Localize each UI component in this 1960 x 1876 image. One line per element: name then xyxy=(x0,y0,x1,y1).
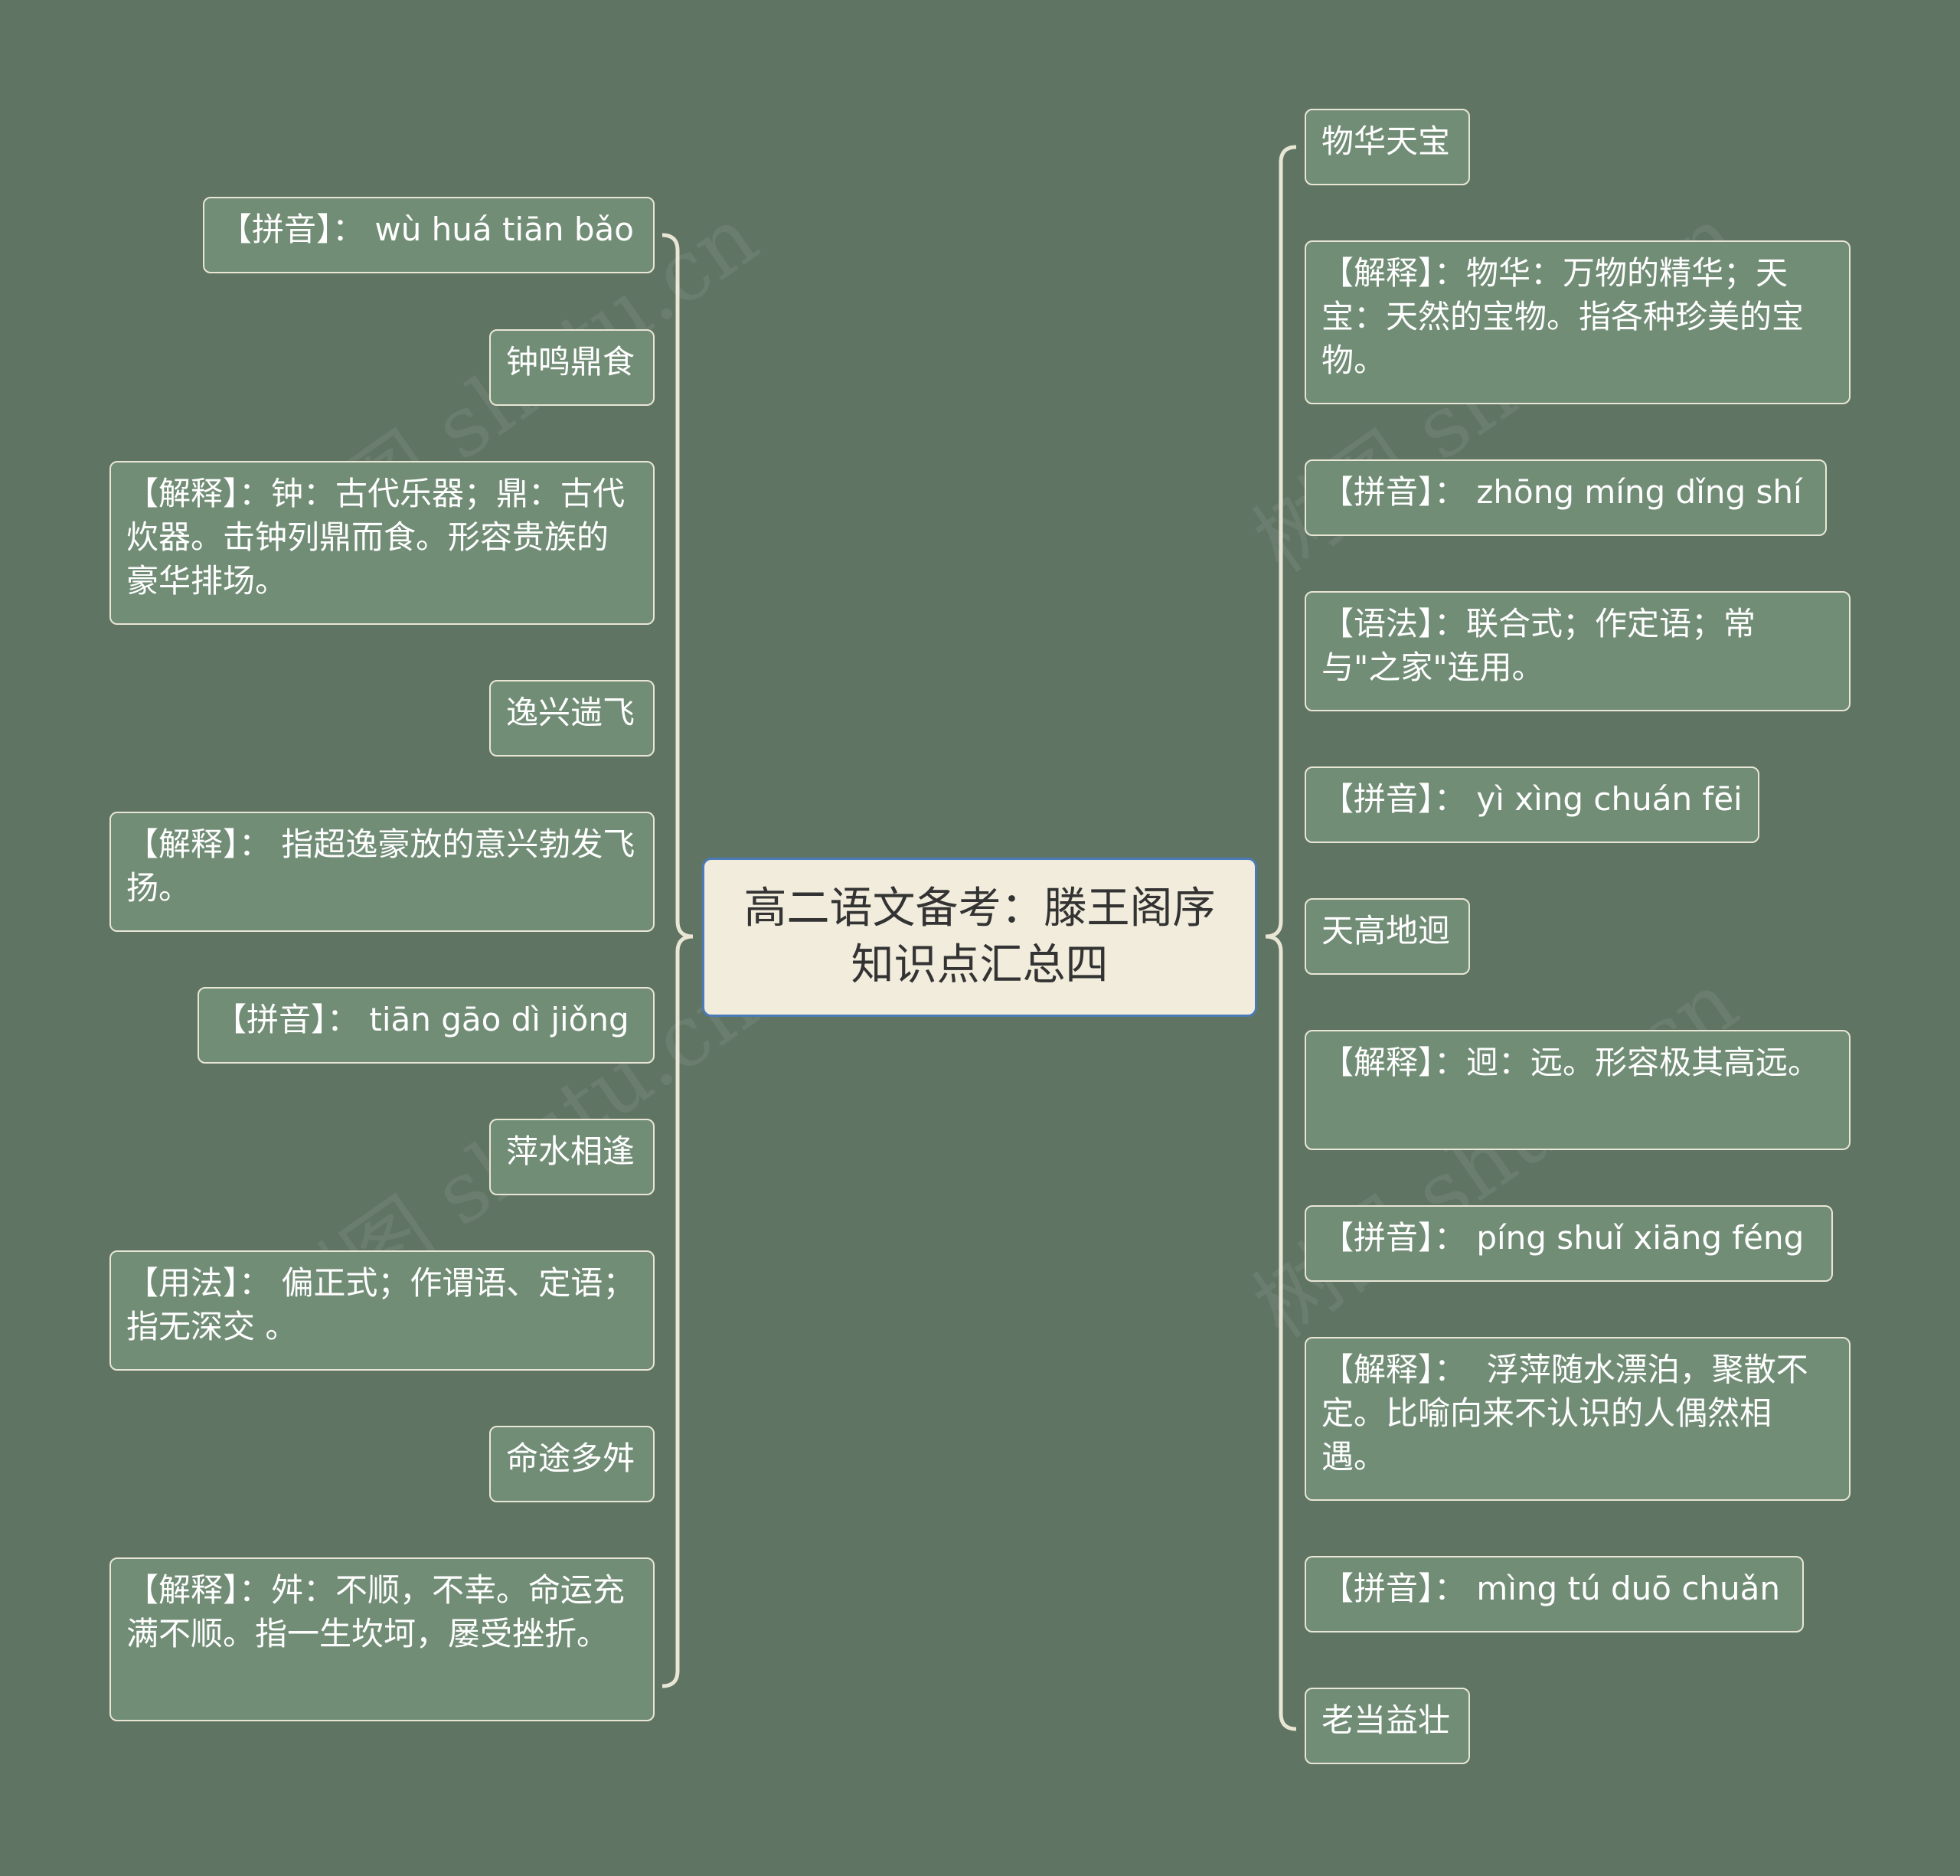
left-node[interactable]: 【解释】： 指超逸豪放的意兴勃发飞扬。 xyxy=(109,812,655,932)
right-node[interactable]: 【拼音】： píng shuǐ xiāng féng xyxy=(1305,1205,1833,1282)
left-brace xyxy=(662,233,694,1688)
left-node[interactable]: 【拼音】： tiān gāo dì jiǒng xyxy=(198,987,655,1064)
left-node[interactable]: 【解释】：钟：古代乐器；鼎：古代炊器。击钟列鼎而食。形容贵族的豪华排场。 xyxy=(109,461,655,625)
left-node[interactable]: 【用法】： 偏正式；作谓语、定语；指无深交 。 xyxy=(109,1250,655,1371)
right-node[interactable]: 物华天宝 xyxy=(1305,109,1470,185)
right-node[interactable]: 老当益壮 xyxy=(1305,1688,1470,1764)
right-node[interactable]: 【语法】：联合式；作定语；常与"之家"连用。 xyxy=(1305,591,1851,711)
right-node[interactable]: 【拼音】： zhōng míng dǐng shí xyxy=(1305,459,1827,536)
left-node[interactable]: 【拼音】： wù huá tiān bǎo xyxy=(203,197,655,273)
right-node[interactable]: 【解释】： 浮萍随水漂泊，聚散不定。比喻向来不认识的人偶然相遇。 xyxy=(1305,1337,1851,1501)
left-node[interactable]: 钟鸣鼎食 xyxy=(489,329,655,406)
right-node[interactable]: 【拼音】： yì xìng chuán fēi xyxy=(1305,766,1759,843)
right-brace xyxy=(1265,145,1297,1731)
left-node[interactable]: 萍水相逢 xyxy=(489,1119,655,1195)
right-node[interactable]: 天高地迥 xyxy=(1305,898,1470,975)
root-topic-label: 高二语文备考：滕王阁序知识点汇总四 xyxy=(743,884,1216,990)
root-topic[interactable]: 高二语文备考：滕王阁序知识点汇总四 xyxy=(702,858,1257,1017)
right-node[interactable]: 【解释】：物华：万物的精华；天宝：天然的宝物。指各种珍美的宝物。 xyxy=(1305,240,1851,404)
left-node[interactable]: 【解释】：舛：不顺，不幸。命运充满不顺。指一生坎坷，屡受挫折。 xyxy=(109,1557,655,1721)
right-node[interactable]: 【拼音】： mìng tú duō chuǎn xyxy=(1305,1556,1804,1633)
right-node[interactable]: 【解释】：迥：远。形容极其高远。 xyxy=(1305,1030,1851,1150)
left-node[interactable]: 命途多舛 xyxy=(489,1426,655,1502)
left-node[interactable]: 逸兴遄飞 xyxy=(489,680,655,757)
